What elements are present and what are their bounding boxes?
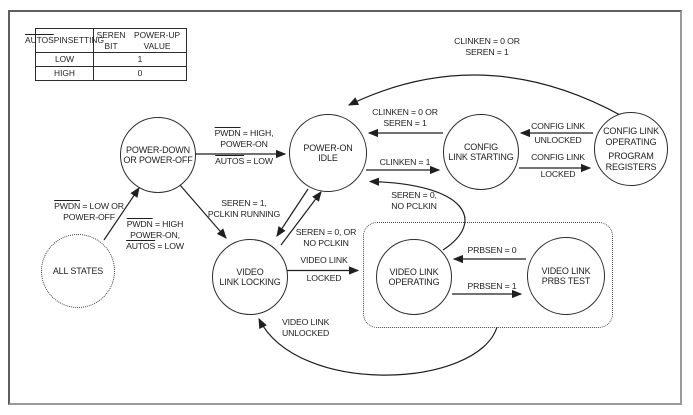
state-all-states-label: ALL STATES: [52, 265, 104, 276]
transition-label-prbsen0: PRBSEN = 0: [467, 245, 517, 255]
transition-label-config-link-unlocked-bottom: UNLOCKED: [534, 135, 582, 145]
state-power-down: POWER-DOWN OR POWER-OFF: [120, 117, 196, 193]
state-video-link-operating-label: VIDEO LINK OPERATING: [388, 266, 440, 288]
transition-label-config-link-locked-bottom: LOCKED: [540, 169, 576, 179]
state-all-states: ALL STATES: [41, 234, 115, 308]
video-link-group-box: [363, 222, 613, 328]
state-program-registers-label: PROGRAM REGISTERS: [605, 151, 657, 172]
diagram-frame: [8, 10, 682, 405]
table-cell-value-0: 0: [93, 66, 186, 80]
transition-label-pwdn-high-power-on: PWDN = HIGH,POWER-ON: [214, 128, 274, 149]
transition-label-config-link-unlocked-top: CONFIG LINK: [531, 121, 585, 131]
state-config-link-operating-label: CONFIG LINK OPERATING: [603, 126, 659, 147]
transition-label-config-link-locked-top: CONFIG LINK: [531, 152, 585, 162]
transition-label-seren0-no-pclkin: SEREN = 0,NO PCLKIN: [391, 190, 437, 211]
transition-label-prbsen1: PRBSEN = 1: [467, 281, 517, 291]
table-cell-setting-low: LOW: [36, 52, 93, 66]
transition-label-clinken1: CLINKEN = 1: [379, 157, 431, 167]
state-video-link-prbs-test: VIDEO LINK PRBS TEST: [527, 237, 605, 315]
state-config-link-operating: CONFIG LINK OPERATING PROGRAM REGISTERS: [594, 112, 668, 186]
state-video-link-locking: VIDEO LINK LOCKING: [212, 239, 288, 315]
state-power-on-idle: POWER-ON IDLE: [289, 114, 367, 192]
state-power-on-idle-label: POWER-ON IDLE: [303, 142, 353, 164]
table-cell-value-1: 1: [93, 52, 186, 66]
state-config-link-starting-label: CONFIG LINK STARTING: [448, 141, 514, 163]
state-config-link-starting: CONFIG LINK STARTING: [443, 114, 519, 190]
state-video-link-operating: VIDEO LINK OPERATING: [376, 239, 452, 315]
table-cell-setting-high: HIGH: [36, 66, 93, 80]
transition-label-video-link-locked-bottom: LOCKED: [306, 273, 342, 283]
transition-label-video-link-locked-top: VIDEO LINK: [300, 255, 348, 265]
state-video-link-locking-label: VIDEO LINK LOCKING: [219, 266, 281, 288]
state-power-down-label: POWER-DOWN OR POWER-OFF: [123, 144, 193, 166]
transition-label-seren1-pclkin-running: SEREN = 1,PCLKIN RUNNING: [207, 198, 281, 219]
transition-label-autos-low: AUTOS = LOW: [215, 156, 273, 166]
state-video-link-prbs-test-label: VIDEO LINK PRBS TEST: [541, 265, 591, 287]
